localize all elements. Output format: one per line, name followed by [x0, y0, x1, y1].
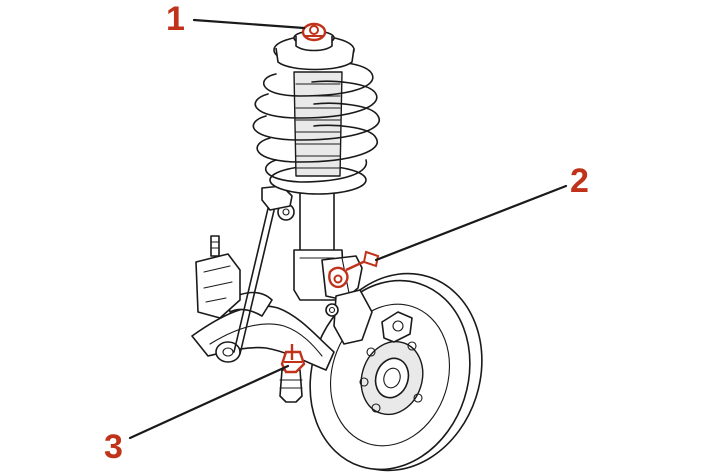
callout-number-1: 1 — [166, 0, 185, 38]
coil-spring — [252, 30, 381, 195]
fastener-top-nut — [301, 22, 327, 42]
leader-line-1 — [192, 18, 306, 30]
callout-number-2: 2 — [570, 162, 589, 200]
brake-disc — [309, 272, 483, 472]
fastener-clamp-bolt — [328, 250, 380, 289]
leader-line-3 — [128, 364, 290, 440]
callout-number-3: 3 — [104, 428, 123, 466]
leader-line-2 — [374, 184, 568, 262]
